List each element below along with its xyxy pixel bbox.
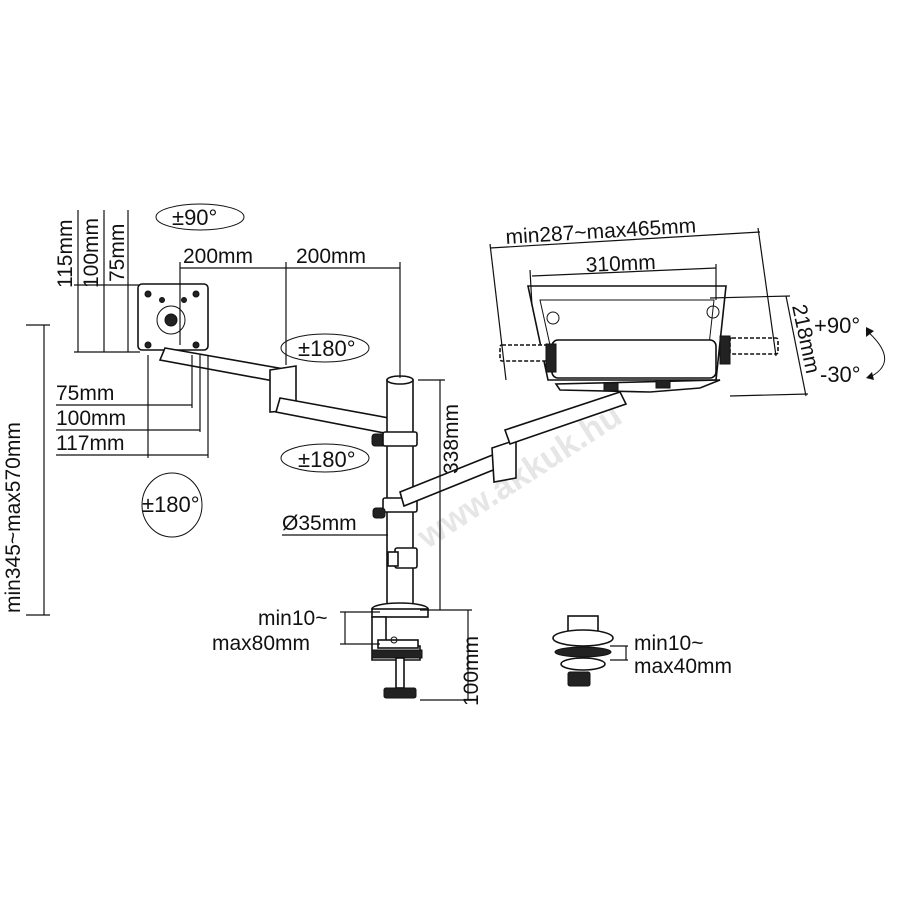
grommet-mount xyxy=(552,615,614,687)
vesa-100v-label: 100mm xyxy=(80,218,103,288)
tray-range-label: min287~max465mm xyxy=(505,214,697,249)
vesa-75v-label: 75mm xyxy=(106,224,129,282)
height-338-label: 338mm xyxy=(440,404,463,474)
arm-200-a-label: 200mm xyxy=(183,245,253,268)
vesa-75h-label: 75mm xyxy=(56,382,114,405)
rotation-180-a-label: ±180° xyxy=(298,336,356,361)
dimension-lines xyxy=(26,210,809,701)
tilt-minus-label: -30° xyxy=(820,362,861,387)
desk-clamp xyxy=(371,602,429,699)
vesa-100h-label: 100mm xyxy=(56,407,126,430)
labels: ±90° 115mm 100mm 75mm 200mm 200mm ±180° … xyxy=(2,205,861,706)
vesa-plate xyxy=(137,283,209,351)
laptop-tray xyxy=(499,285,779,393)
left-arm xyxy=(158,347,401,447)
height-100-label: 100mm xyxy=(460,636,483,706)
tilt-left-label: ±90° xyxy=(172,205,217,230)
rotation-180-b-label: ±180° xyxy=(298,447,356,472)
rotation-arrows xyxy=(141,203,886,538)
grommet-min-label: min10~ xyxy=(634,632,703,655)
tilt-plus-label: +90° xyxy=(814,313,860,338)
right-arm xyxy=(399,391,628,508)
swivel-180-label: ±180° xyxy=(142,492,200,517)
clamp-max-label: max80mm xyxy=(212,632,310,655)
grommet-max-label: max40mm xyxy=(634,655,732,678)
height-range-label: min345~max570mm xyxy=(2,422,25,613)
vesa-117h-label: 117mm xyxy=(56,432,124,455)
arm-200-b-label: 200mm xyxy=(296,245,366,268)
pole-diameter-label: Ø35mm xyxy=(282,512,357,535)
vesa-115-label: 115mm xyxy=(54,220,77,288)
clamp-min-label: min10~ xyxy=(258,607,327,630)
tray-310-label: 310mm xyxy=(585,251,656,277)
